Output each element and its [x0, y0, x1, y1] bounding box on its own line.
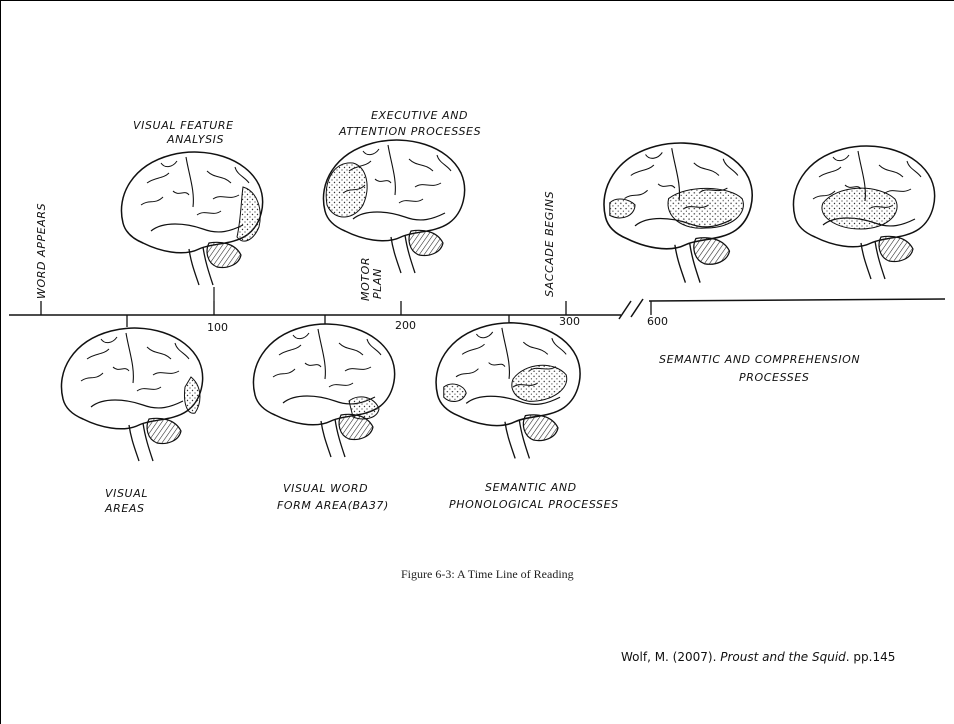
event-saccade-begins: SACCADE BEGINS — [543, 191, 556, 297]
event-word-appears: WORD APPEARS — [35, 203, 48, 299]
label-comprehension-line2: PROCESSES — [739, 371, 809, 384]
citation-title: Proust and the Squid — [720, 650, 846, 664]
brain-visual-word-form — [252, 323, 396, 458]
timeline-break-mark-2 — [630, 298, 644, 318]
label-comprehension-line1: SEMANTIC AND COMPREHENSION — [659, 353, 860, 366]
tick-label-300: 300 — [559, 315, 580, 328]
label-semantic-phon-line2: PHONOLOGICAL PROCESSES — [449, 498, 619, 511]
tick-label-600: 600 — [647, 315, 668, 328]
label-vwfa-line2: FORM AREA(BA37) — [277, 499, 389, 512]
tick-label-200: 200 — [395, 319, 416, 332]
brain-visual-areas — [60, 327, 204, 462]
label-vwfa-line1: VISUAL WORD — [283, 482, 368, 495]
brain-comprehension-right — [792, 145, 936, 280]
label-visual-areas-line2: AREAS — [104, 502, 145, 515]
label-visual-feature-line2: ANALYSIS — [166, 133, 224, 146]
event-motor-plan-line1: MOTOR — [359, 257, 372, 301]
citation: Wolf, M. (2007). Proust and the Squid. p… — [621, 650, 895, 664]
citation-author: Wolf, M. (2007). — [621, 650, 721, 664]
tick-label-100: 100 — [207, 321, 228, 334]
timeline-break-mark — [618, 300, 632, 320]
brain-visual-feature-analysis — [120, 151, 264, 286]
citation-pages: . pp.145 — [845, 650, 896, 664]
timeline-axis-right — [648, 298, 946, 302]
label-visual-areas-line1: VISUAL — [105, 487, 148, 500]
label-visual-feature-line1: VISUAL FEATURE — [133, 119, 234, 132]
figure-caption: Figure 6-3: A Time Line of Reading — [401, 567, 574, 581]
brain-comprehension-left — [603, 142, 753, 284]
event-motor-plan-line2: PLAN — [371, 268, 384, 299]
brain-executive-attention — [322, 139, 466, 274]
brain-semantic-phonological — [435, 322, 581, 460]
label-executive-line1: EXECUTIVE AND — [371, 109, 468, 122]
label-semantic-phon-line1: SEMANTIC AND — [485, 481, 577, 494]
label-executive-line2: ATTENTION PROCESSES — [338, 125, 481, 138]
